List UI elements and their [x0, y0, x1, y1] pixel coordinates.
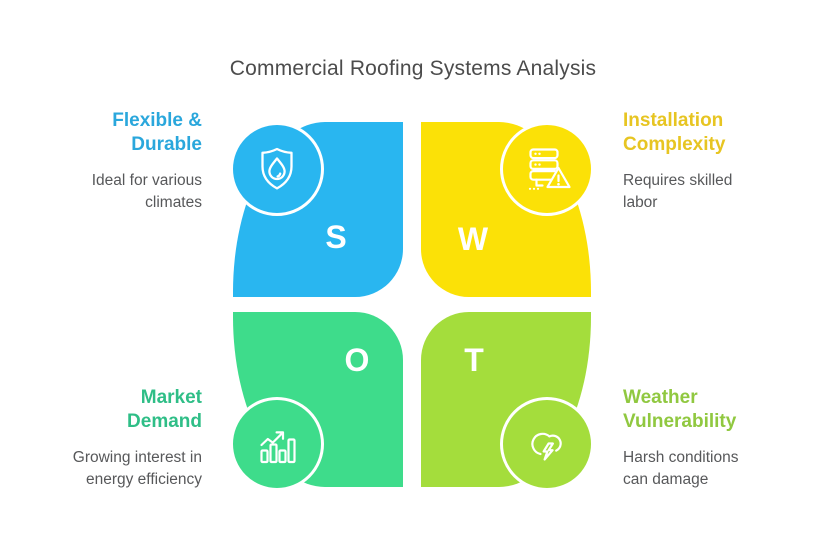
threats-text-block: Weather Vulnerability Harsh conditions c… [623, 386, 805, 491]
server-warning-icon [521, 143, 573, 195]
strengths-text-block: Flexible & Durable Ideal for various cli… [20, 109, 202, 214]
weaknesses-icon-circle [500, 122, 594, 216]
opportunities-text-block: Market Demand Growing interest in energy… [20, 386, 202, 491]
weaknesses-letter: W [457, 221, 489, 257]
weaknesses-text-block: Installation Complexity Requires skilled… [623, 109, 805, 214]
threats-description: Harsh conditions can damage [623, 449, 739, 488]
shield-droplet-icon [251, 143, 303, 195]
opportunities-description: Growing interest in energy efficiency [72, 449, 202, 488]
opportunities-icon-circle [230, 397, 324, 491]
growth-chart-icon [251, 418, 303, 470]
threats-heading: Weather Vulnerability [623, 387, 737, 432]
strengths-icon-circle [230, 122, 324, 216]
weaknesses-description: Requires skilled labor [623, 172, 733, 211]
strengths-letter: S [325, 219, 347, 255]
opportunities-letter: O [344, 342, 370, 378]
threats-icon-circle [500, 397, 594, 491]
page-title: Commercial Roofing Systems Analysis [229, 57, 597, 80]
storm-cloud-lightning-icon [521, 418, 573, 470]
strengths-heading: Flexible & Durable [112, 110, 202, 155]
strengths-description: Ideal for various climates [91, 172, 202, 211]
threats-letter: T [464, 342, 484, 378]
weaknesses-heading: Installation Complexity [623, 110, 726, 155]
opportunities-heading: Market Demand [127, 387, 202, 432]
